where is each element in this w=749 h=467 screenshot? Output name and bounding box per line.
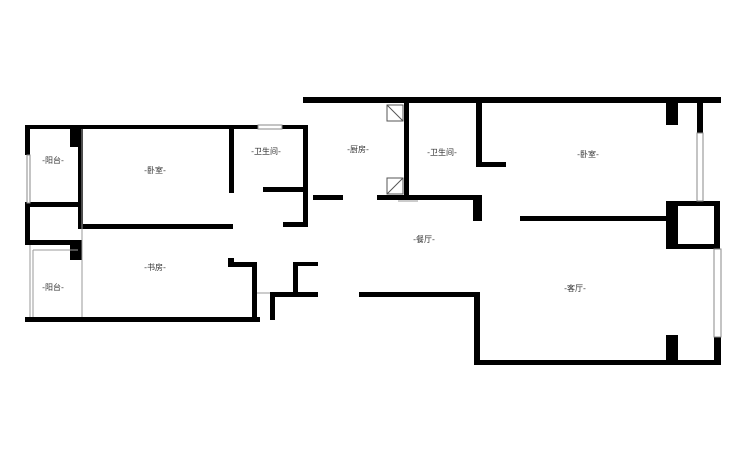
wall-left-bottom bbox=[25, 317, 260, 322]
wall-right-outer-a bbox=[697, 103, 703, 133]
wall-dining-bottom bbox=[359, 292, 480, 297]
wall-kitchen-bottom-b bbox=[377, 195, 477, 200]
window-living bbox=[713, 248, 722, 338]
wall-corridor-bottom bbox=[270, 292, 318, 297]
window-bedroom-right bbox=[696, 132, 704, 202]
wall-right-box-top bbox=[666, 201, 719, 206]
walls bbox=[25, 97, 721, 365]
wall-kitchen-bottom-a bbox=[313, 195, 343, 200]
wall-corridor-east bbox=[293, 262, 298, 292]
wall-right-box-east bbox=[714, 201, 720, 249]
label-bathroom-right: -卫生间- bbox=[427, 147, 457, 157]
wall-bedroom-study bbox=[78, 224, 233, 229]
windows bbox=[26, 124, 722, 338]
wall-corridor-west bbox=[270, 292, 275, 320]
wall-balcony-divider-2 bbox=[25, 240, 82, 245]
column-top-right bbox=[666, 103, 678, 125]
doors bbox=[386, 104, 404, 195]
label-balcony-bottom: -阳台- bbox=[42, 282, 64, 292]
wall-right-box-west bbox=[666, 201, 678, 249]
column-center bbox=[473, 195, 482, 221]
wall-right-outer-b bbox=[714, 337, 721, 365]
wall-right-box-bottom bbox=[666, 244, 719, 249]
wall-study-east-top bbox=[228, 262, 256, 267]
wall-corridor-top bbox=[293, 262, 318, 266]
wall-kitchen-east bbox=[404, 103, 409, 198]
label-balcony-top: -阳台- bbox=[42, 155, 64, 165]
wall-bedroom-east bbox=[229, 129, 234, 193]
wall-stub-2 bbox=[228, 258, 234, 264]
label-bedroom-right: -卧室- bbox=[577, 149, 599, 159]
wall-bath-left-east bbox=[303, 125, 308, 222]
column-bottom-right bbox=[666, 335, 678, 362]
door-kitchen-bottom-swing bbox=[386, 177, 404, 195]
label-bathroom-left: -卫生间- bbox=[251, 146, 281, 156]
wall-left-outer-a bbox=[25, 125, 30, 155]
door-kitchen-top-swing bbox=[386, 104, 404, 122]
wall-balcony-divider-1 bbox=[25, 202, 82, 207]
wall-stub-1 bbox=[283, 222, 308, 227]
label-living: -客厅- bbox=[564, 283, 586, 293]
label-dining: -餐厅- bbox=[413, 235, 435, 244]
door-kitchen-top bbox=[386, 104, 404, 122]
wall-living-bottom bbox=[474, 360, 721, 365]
label-kitchen: -厨房- bbox=[347, 144, 369, 154]
column-mid-left bbox=[70, 245, 82, 260]
wall-living-west bbox=[474, 292, 480, 365]
label-study: -书房- bbox=[144, 262, 166, 272]
window-bath-left bbox=[257, 124, 283, 130]
room-labels: -阳台- -卧室- -卫生间- -厨房- -卫生间- -卧室- -阳台- -书房… bbox=[42, 144, 599, 293]
wall-bath-left-bottom bbox=[263, 187, 308, 192]
wall-bath-right-stub bbox=[476, 162, 506, 167]
wall-bedroom-living bbox=[520, 216, 670, 221]
wall-top-main bbox=[303, 97, 721, 103]
wall-left-top bbox=[25, 125, 308, 129]
wall-bedroom-west bbox=[78, 129, 83, 225]
door-kitchen-bottom bbox=[386, 177, 404, 195]
wall-study-east bbox=[252, 262, 257, 320]
wall-left-outer-b bbox=[25, 205, 30, 245]
label-bedroom-left: -卧室- bbox=[144, 165, 166, 175]
window-balcony-top bbox=[26, 154, 31, 204]
wall-bath-right-east bbox=[476, 103, 482, 163]
